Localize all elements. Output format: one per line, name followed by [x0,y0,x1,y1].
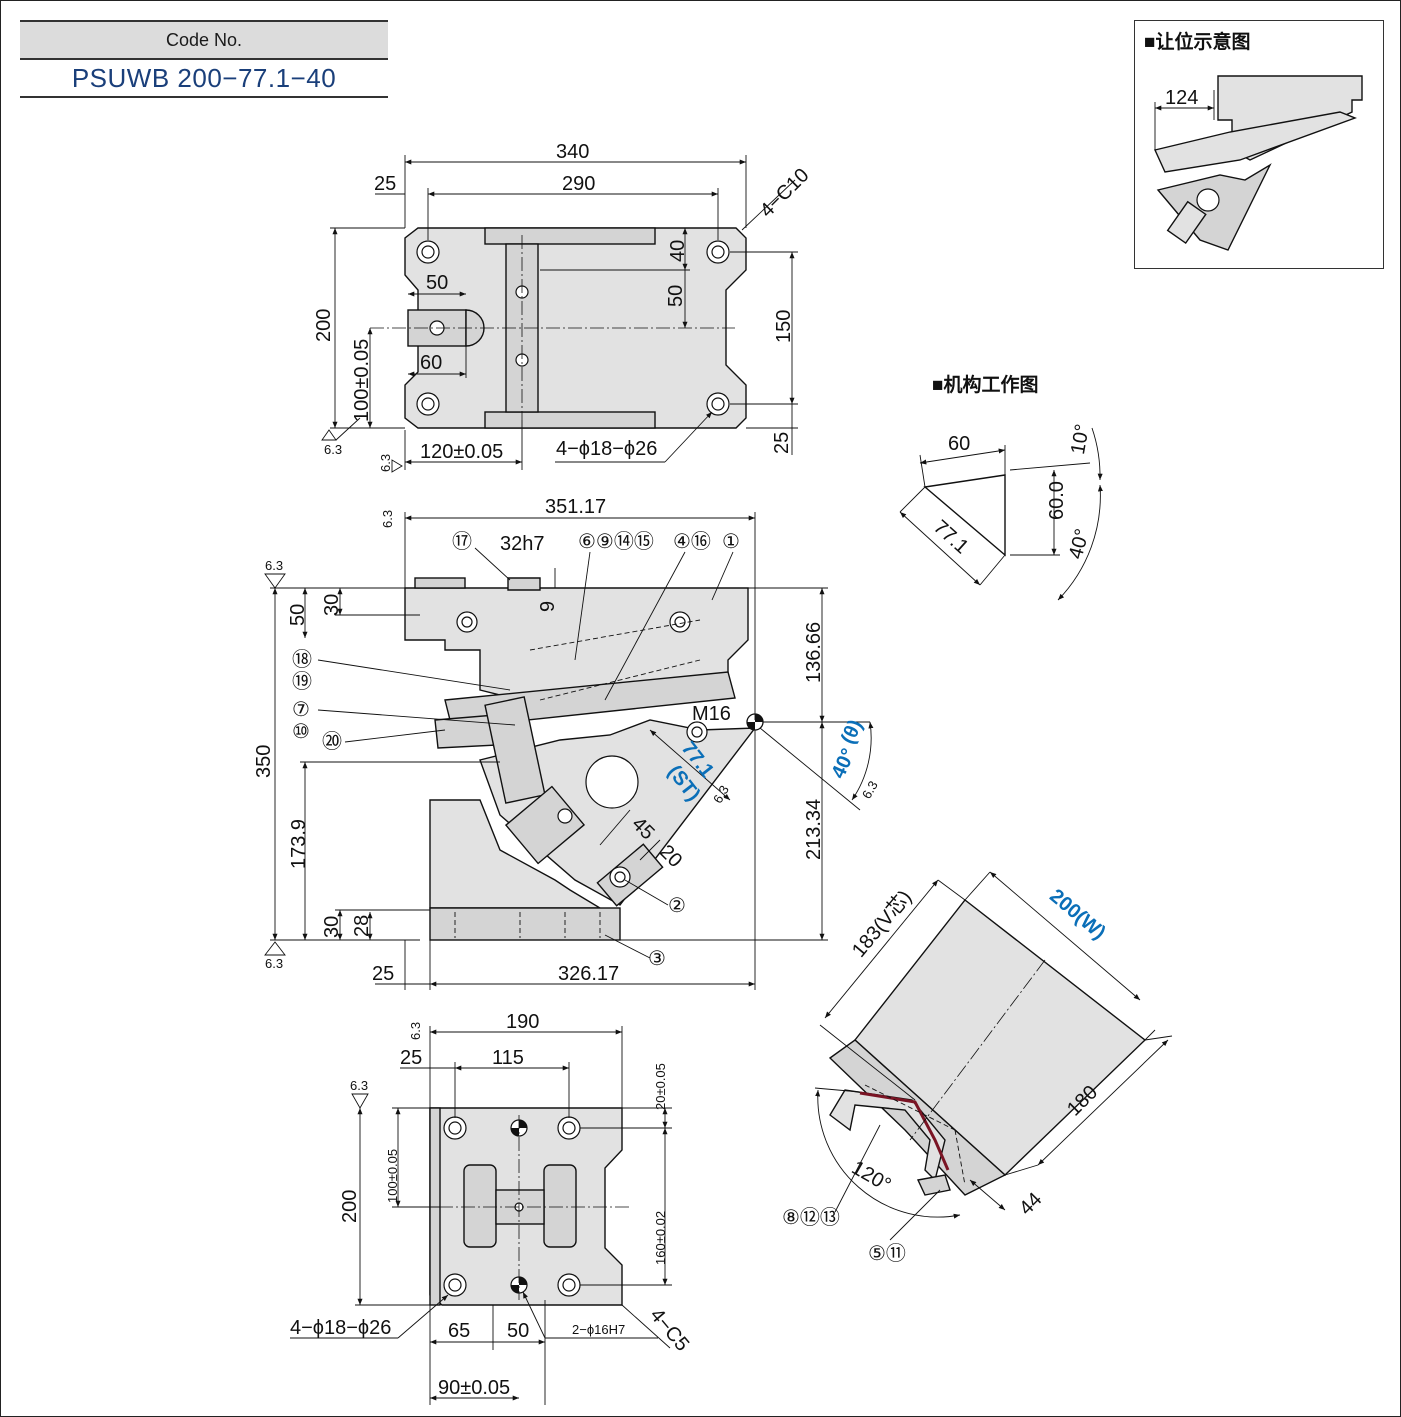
front-callout-10: ⑩ [292,721,310,743]
bottom-dim-25: 25 [400,1047,422,1069]
code-number-header: Code No. [20,20,388,60]
bottom-dim-pins: 2−ϕ16H7 [572,1322,625,1337]
front-dim-25: 25 [372,963,394,985]
mechanism-dim-60-0: 60.0 [1046,481,1068,520]
front-dim-326-17: 326.17 [558,963,619,985]
front-callout-17: ⑰ [452,530,472,553]
front-callout-7: ⑦ [292,699,310,721]
bottom-dim-115: 115 [492,1047,524,1069]
top-roughness-bottom: 6.3 [378,454,393,472]
bottom-slot-left [463,1164,497,1248]
top-dim-50: 50 [426,272,448,294]
mechanism-dim-60: 60 [948,433,970,455]
section-callout-8-12-13: ⑧⑫⑬ [782,1206,840,1229]
front-angle-theta: (θ) [837,716,867,747]
front-label-m16: M16 [692,703,731,725]
front-dim-28: 28 [351,915,373,937]
front-roughness-top: 6.3 [265,558,283,573]
bottom-dim-65: 65 [448,1320,470,1342]
inset-roller [1196,188,1220,212]
top-dim-chamfer: 4−C10 [756,164,814,222]
bottom-slot-right [543,1164,577,1248]
front-dim-173-9: 173.9 [288,819,310,869]
front-roughness-bottom: 6.3 [265,956,283,971]
front-dim-32h7: 32h7 [500,533,545,555]
top-dim-340: 340 [556,141,589,163]
clearance-inset: ■让位示意图 124 [1144,30,1363,251]
section-angle-120: 120° [848,1157,895,1197]
front-dim-136-66: 136.66 [803,622,825,683]
top-dim-holes: 4−ϕ18−ϕ26 [556,438,657,460]
front-key-32h7 [507,577,541,591]
bottom-dim-holes: 4−ϕ18−ϕ26 [290,1317,391,1339]
front-dim-30-bottom: 30 [321,916,343,938]
mechanism-title: ■机构工作图 [932,373,1038,396]
bottom-dim-100: 100±0.05 [385,1149,400,1203]
top-dim-40: 40 [667,240,689,262]
bottom-dim-200: 200 [339,1190,361,1223]
front-roughness-upper: 6.3 [380,510,395,528]
front-roller [585,755,639,809]
inset-dim-124: 124 [1165,87,1198,109]
front-callout-1: ① [722,531,740,553]
front-base-plate [429,907,621,941]
top-dim-150: 150 [773,310,795,343]
code-number-box: Code No. PSUWB 200−77.1−40 [20,20,388,98]
front-roughness-slope: 6.3 [710,783,732,806]
front-callout-2: ② [668,895,686,917]
section-dim-183: 183(V芯) [847,886,916,962]
section-callout-5-11: ⑤⑪ [868,1242,906,1265]
front-dim-50: 50 [287,604,309,626]
inset-key [1166,200,1207,245]
front-view: 351.17 32h7 9 50 30 350 173.9 30 28 25 3… [253,496,881,990]
front-callout-18: ⑱ [292,648,312,671]
top-dim-60: 60 [420,352,442,374]
top-dim-25-bottom: 25 [771,432,793,454]
top-view-rail-top [484,227,656,245]
top-view-holes [416,240,730,416]
front-dim-350: 350 [253,745,275,778]
bottom-roughness-left: 6.3 [350,1078,368,1093]
top-view-rail-bottom [484,411,656,429]
section-dim-200w: 200(W) [1045,885,1109,944]
top-dim-120: 120±0.05 [420,441,503,463]
mechanism-angle-40: 40° [1065,527,1094,562]
bottom-dim-160: 160±0.02 [653,1211,668,1265]
top-dim-25: 25 [374,173,396,195]
bottom-dim-20: 20±0.05 [653,1063,668,1110]
inset-title: ■让位示意图 [1144,30,1250,53]
bottom-roughness-top: 6.3 [408,1022,423,1040]
bottom-dim-90: 90±0.05 [438,1377,510,1399]
front-callout-19: ⑲ [292,670,312,693]
mechanism-diagram: ■机构工作图 60 77.1 60.0 10° 40° [899,373,1103,601]
code-number-value: PSUWB 200−77.1−40 [20,60,388,98]
section-workpiece [854,899,1147,1176]
front-callout-20: ⑳ [322,730,342,753]
section-dim-44: 44 [1015,1188,1046,1219]
top-view: 340 25 290 4−C10 40 50 50 60 200 100±0.0… [313,141,814,473]
bottom-view: 190 25 115 20±0.05 160±0.02 100±0.05 200… [290,1011,693,1405]
bottom-dim-190: 190 [506,1011,539,1033]
top-dim-200: 200 [313,309,335,342]
section-view: 183(V芯) 200(W) 180 44 120° ⑧⑫⑬ ⑤⑪ [782,871,1173,1265]
bottom-dim-50: 50 [507,1320,529,1342]
top-dim-290: 290 [562,173,595,195]
front-dim-30: 30 [321,594,343,616]
inset-slide-plate [1154,111,1357,173]
front-dim-9: 9 [537,601,559,612]
front-dim-351-17: 351.17 [545,496,606,518]
front-dim-213-34: 213.34 [803,799,825,860]
front-callout-4-16: ④⑯ [673,530,711,553]
mechanism-angle-10: 10° [1067,422,1094,456]
top-dim-50-vertical: 50 [665,285,687,307]
front-callout-6-9-14-15: ⑥⑨⑭⑮ [578,530,654,553]
front-callout-3: ③ [648,948,666,970]
top-dim-100: 100±0.05 [351,339,373,422]
front-angle-40: 40° [827,745,860,782]
top-roughness-left: 6.3 [324,442,342,457]
